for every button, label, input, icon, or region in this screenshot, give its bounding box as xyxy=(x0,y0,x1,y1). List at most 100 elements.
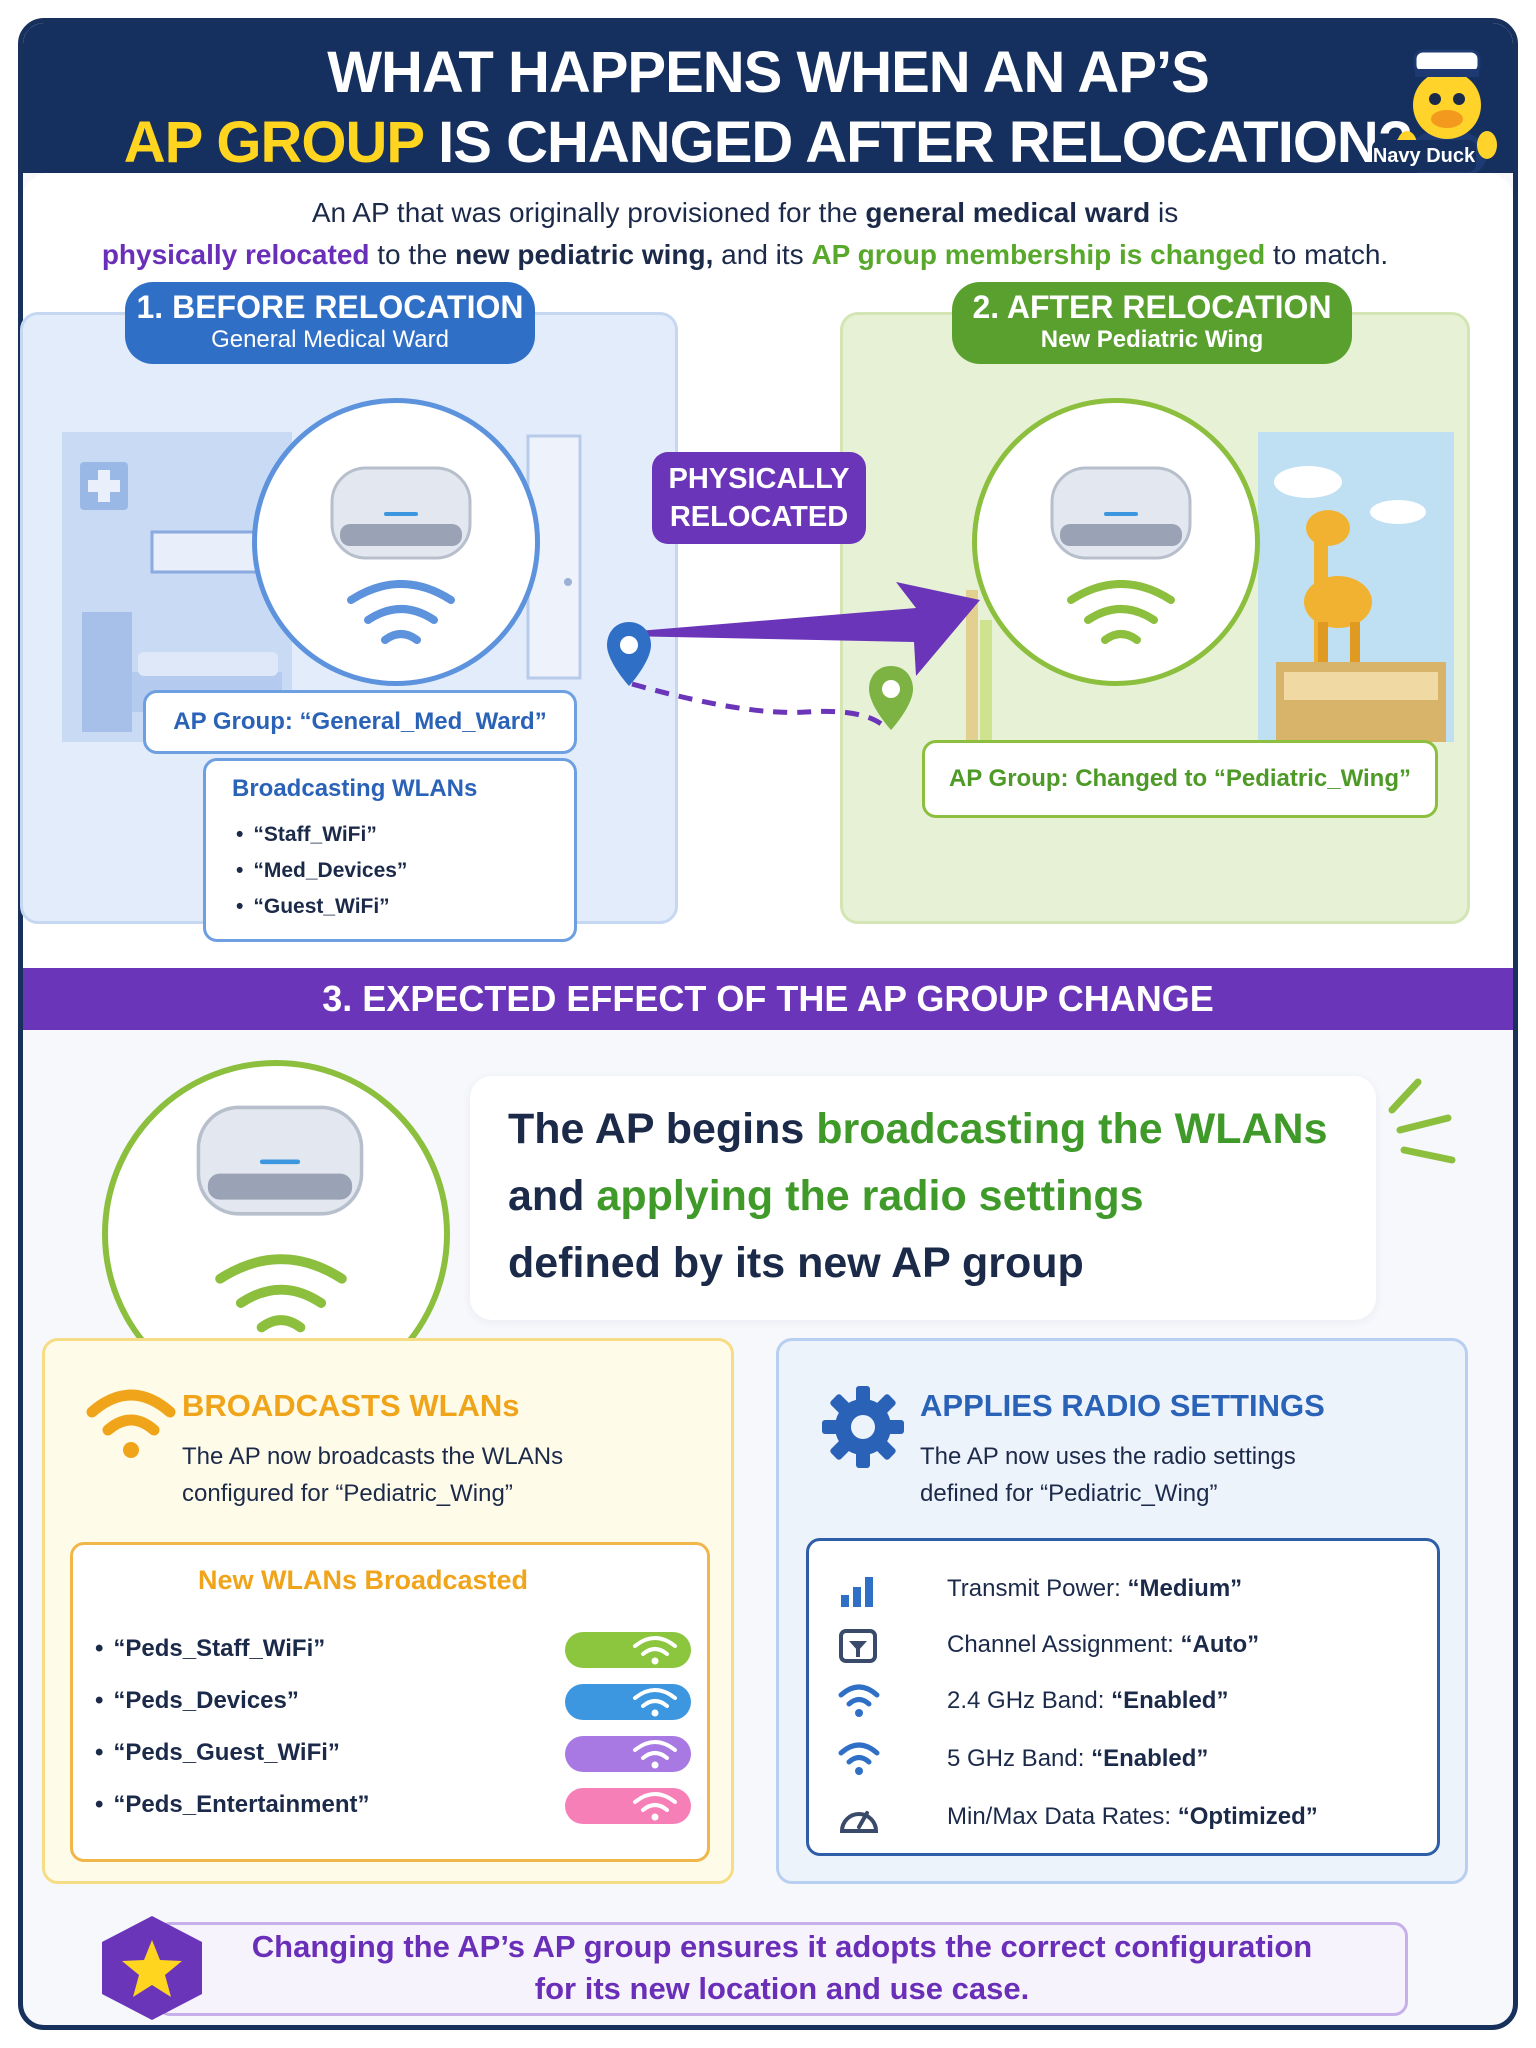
intro-part: is xyxy=(1150,197,1179,228)
pediatric-wing-illustration xyxy=(1258,432,1454,742)
setting-value: “Enabled” xyxy=(1111,1687,1229,1714)
list-item: “Peds_Devices” xyxy=(95,1683,695,1720)
access-point-icon xyxy=(330,466,472,560)
effect-text-part: defined by its new AP group xyxy=(508,1239,1084,1287)
before-wlan-list: “Staff_WiFi” “Med_Devices” “Guest_WiFi” xyxy=(236,817,407,925)
intro-part: An AP that was originally provisioned fo… xyxy=(311,197,866,228)
wlan-name: “Peds_Devices” xyxy=(95,1683,298,1719)
radio-settings-box: Transmit Power: “Medium” Channel Assignm… xyxy=(806,1538,1440,1856)
new-wlans-box: New WLANs Broadcasted “Peds_Staff_WiFi” … xyxy=(70,1542,710,1862)
list-item: “Peds_Staff_WiFi” xyxy=(95,1631,695,1668)
wifi-icon xyxy=(633,1636,677,1665)
footer-text: Changing the AP’s AP group ensures it ad… xyxy=(176,1926,1388,2010)
broadcasts-title: BROADCASTS WLANs xyxy=(182,1388,520,1423)
channel-icon xyxy=(839,1629,877,1663)
setting-label: Transmit Power: xyxy=(947,1575,1128,1602)
broadcasts-desc-line: The AP now broadcasts the WLANs xyxy=(182,1443,564,1470)
wlan-name: “Peds_Entertainment” xyxy=(95,1787,369,1823)
radio-desc-line: defined for “Pediatric_Wing” xyxy=(920,1480,1218,1507)
footer-line: for its new location and use case. xyxy=(534,1971,1030,2006)
wlan-color-pill xyxy=(565,1684,691,1720)
location-pin-green-icon xyxy=(869,666,913,730)
list-item: Transmit Power: “Medium” xyxy=(837,1567,1437,1611)
setting-value: “Medium” xyxy=(1127,1575,1243,1602)
setting-label: 5 GHz Band: xyxy=(947,1745,1092,1772)
title-highlight: AP GROUP xyxy=(123,110,424,175)
list-item: Min/Max Data Rates: “Optimized” xyxy=(837,1795,1437,1839)
effect-statement-card xyxy=(470,1076,1376,1320)
list-item: “Guest_WiFi” xyxy=(236,889,407,925)
wifi-icon xyxy=(633,1688,677,1717)
intro-part: and its xyxy=(713,239,812,270)
title-rest: IS CHANGED AFTER RELOCATION? xyxy=(438,110,1413,175)
radio-desc-line: The AP now uses the radio settings xyxy=(920,1443,1296,1470)
effect-statement: The AP begins broadcasting the WLANs and… xyxy=(508,1096,1368,1297)
setting-value: “Auto” xyxy=(1180,1631,1260,1658)
gear-icon xyxy=(822,1386,904,1468)
before-subtitle: General Medical Ward xyxy=(211,326,449,353)
setting-label: 2.4 GHz Band: xyxy=(947,1687,1112,1714)
signal-bars-icon xyxy=(841,1577,873,1607)
after-subtitle: New Pediatric Wing xyxy=(1040,326,1264,353)
title-line-1: WHAT HAPPENS WHEN AN AP’S xyxy=(327,40,1210,105)
header-banner: WHAT HAPPENS WHEN AN AP’S AP GROUP IS CH… xyxy=(23,23,1513,175)
intro-text: An AP that was originally provisioned fo… xyxy=(40,192,1450,276)
radio-setting-text: 5 GHz Band: “Enabled” xyxy=(947,1737,1208,1781)
list-item: “Med_Devices” xyxy=(236,853,407,889)
setting-label: Channel Assignment: xyxy=(947,1631,1181,1658)
wlan-color-pill xyxy=(565,1632,691,1668)
pediatric-wall-art-icon xyxy=(966,590,992,740)
relocated-line-1: PHYSICALLY xyxy=(668,463,850,495)
intro-bold: new pediatric wing, xyxy=(455,239,714,270)
broadcasting-wlans-heading: Broadcasting WLANs xyxy=(232,775,478,802)
intro-purple: physically relocated xyxy=(101,239,370,270)
effect-text-green: broadcasting the WLANs xyxy=(816,1105,1328,1153)
setting-value: “Optimized” xyxy=(1177,1803,1318,1830)
relocated-line-2: RELOCATED xyxy=(669,501,849,533)
list-item: “Staff_WiFi” xyxy=(236,817,407,853)
wifi-icon xyxy=(838,1742,880,1775)
setting-label: Min/Max Data Rates: xyxy=(947,1803,1178,1830)
list-item: 5 GHz Band: “Enabled” xyxy=(837,1737,1437,1781)
wifi-waves-green-icon xyxy=(215,1254,347,1333)
after-title-pill: 2. AFTER RELOCATION New Pediatric Wing xyxy=(952,282,1352,364)
broadcasting-wlans-box: Broadcasting WLANs “Staff_WiFi” “Med_Dev… xyxy=(203,758,577,942)
effect-text-green: applying the radio settings xyxy=(596,1172,1144,1220)
radio-settings-description: The AP now uses the radio settings defin… xyxy=(920,1438,1440,1512)
section-3-band: 3. EXPECTED EFFECT OF THE AP GROUP CHANG… xyxy=(23,968,1513,1030)
list-item: 2.4 GHz Band: “Enabled” xyxy=(837,1679,1437,1723)
footer-line: Changing the AP’s AP group ensures it ad… xyxy=(251,1929,1313,1964)
mascot-label: Navy Duck xyxy=(1372,140,1476,172)
list-item: “Peds_Entertainment” xyxy=(95,1787,695,1824)
wifi-icon xyxy=(633,1792,677,1821)
intro-bold: general medical ward xyxy=(865,197,1151,228)
relocation-arrow-icon xyxy=(626,582,980,730)
gauge-icon xyxy=(839,1811,879,1833)
wifi-waves-blue-icon xyxy=(347,580,455,644)
star-badge-icon xyxy=(102,1916,202,2020)
ap-group-before: AP Group: “General_Med_Ward” xyxy=(143,690,577,754)
access-point-icon xyxy=(196,1105,364,1216)
ap-group-after: AP Group: Changed to “Pediatric_Wing” xyxy=(922,740,1438,818)
wifi-waves-green-icon xyxy=(1067,580,1175,644)
before-title: 1. BEFORE RELOCATION xyxy=(136,289,524,325)
new-wlans-heading: New WLANs Broadcasted xyxy=(197,1565,529,1595)
intro-green: AP group membership is changed xyxy=(811,239,1266,270)
effect-text-part: and xyxy=(508,1172,597,1220)
footer-callout xyxy=(156,1922,1408,2016)
access-point-icon xyxy=(1050,466,1192,560)
before-title-pill: 1. BEFORE RELOCATION General Medical War… xyxy=(125,282,535,364)
location-pin-blue-icon xyxy=(607,622,651,686)
intro-part: to the xyxy=(369,239,456,270)
intro-part: to match. xyxy=(1265,239,1389,270)
wlan-color-pill xyxy=(565,1736,691,1772)
list-item: “Peds_Guest_WiFi” xyxy=(95,1735,695,1772)
radio-setting-text: Min/Max Data Rates: “Optimized” xyxy=(947,1795,1318,1839)
list-item: Channel Assignment: “Auto” xyxy=(837,1623,1437,1667)
effect-text-part: The AP begins xyxy=(508,1105,817,1153)
radio-setting-text: 2.4 GHz Band: “Enabled” xyxy=(947,1679,1228,1723)
wlan-name: “Peds_Guest_WiFi” xyxy=(95,1735,340,1771)
radio-settings-title: APPLIES RADIO SETTINGS xyxy=(920,1388,1325,1423)
broadcasts-desc-line: configured for “Pediatric_Wing” xyxy=(182,1480,513,1507)
wifi-icon xyxy=(838,1684,880,1717)
